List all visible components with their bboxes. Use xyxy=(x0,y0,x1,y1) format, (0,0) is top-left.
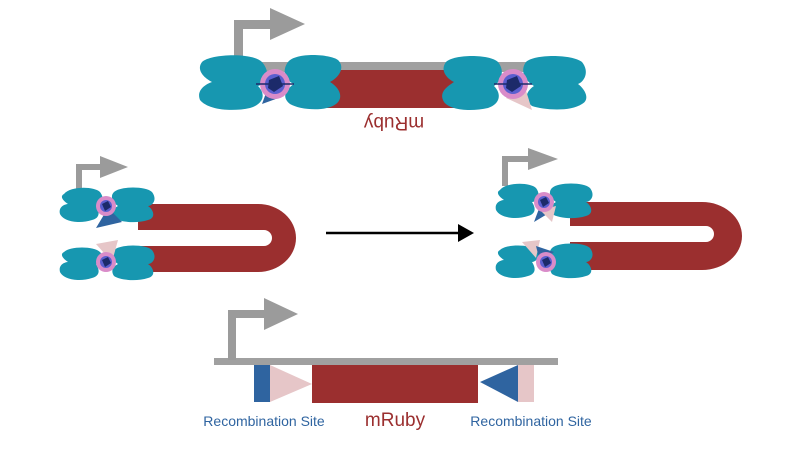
bottom-promoter-arrow-icon xyxy=(228,298,298,360)
bottom-left-recombination-site-icon xyxy=(254,365,312,402)
bottom-panel: Recombination Site mRuby Recombination S… xyxy=(203,298,592,431)
bottom-gene-block xyxy=(312,365,478,403)
top-gene-label: mRuby xyxy=(363,112,424,133)
reaction-arrow-icon xyxy=(326,224,474,242)
middle-left-lower-dimer xyxy=(59,240,155,281)
middle-left-promoter-arrow-icon xyxy=(76,156,128,194)
top-promoter-arrow-icon xyxy=(234,8,305,68)
recombination-site-label-left: Recombination Site xyxy=(203,413,325,429)
middle-right-hairpin-gene xyxy=(570,202,742,270)
middle-right-hairpin-complex xyxy=(495,148,742,279)
middle-right-lower-dimer xyxy=(495,240,593,279)
top-right-recombinase-dimer xyxy=(442,56,587,110)
recombination-site-label-right: Recombination Site xyxy=(470,413,592,429)
top-panel: mRuby xyxy=(199,8,587,133)
bottom-gene-label: mRuby xyxy=(365,410,426,431)
middle-right-upper-active-site-icon xyxy=(534,192,554,212)
middle-left-hairpin-complex xyxy=(59,156,296,281)
top-dna-strand xyxy=(240,62,572,72)
middle-right-lower-active-site-icon xyxy=(536,252,556,272)
middle-left-hairpin-gene xyxy=(138,204,296,272)
top-left-recombinase-dimer xyxy=(199,55,342,110)
bottom-dna-strand xyxy=(214,358,558,365)
top-left-active-site-icon xyxy=(256,69,294,99)
middle-left-lower-active-site-icon xyxy=(96,252,116,272)
middle-right-promoter-arrow-icon xyxy=(502,148,558,186)
middle-right-upper-dimer xyxy=(495,183,593,222)
top-right-active-site-icon xyxy=(494,69,532,99)
bottom-right-recombination-site-icon xyxy=(480,365,534,402)
middle-left-upper-dimer xyxy=(59,187,155,228)
middle-left-upper-active-site-icon xyxy=(96,196,116,216)
